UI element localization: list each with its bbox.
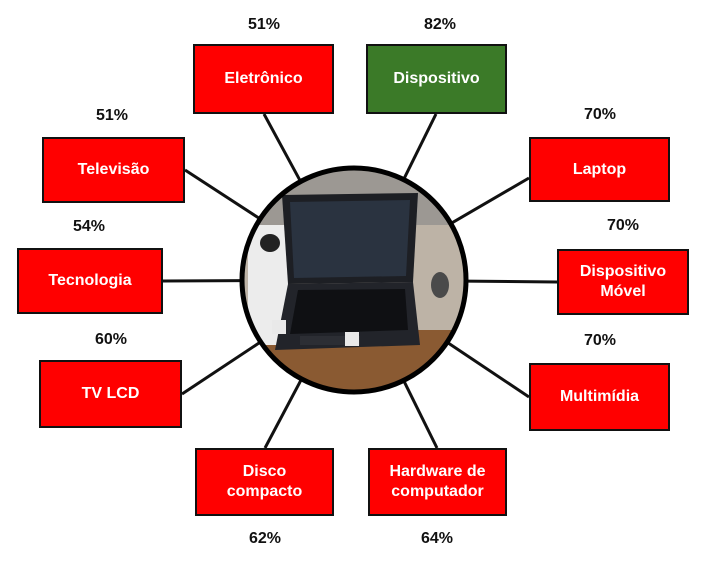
tag-percent-tecnologia: 54% <box>72 218 106 235</box>
tag-percent-eletronico: 51% <box>247 16 281 33</box>
tag-label: Dispositivo Móvel <box>579 263 667 300</box>
connector-disco <box>263 378 303 449</box>
connector-multimidia <box>446 341 530 399</box>
connector-tv-lcd <box>181 340 262 396</box>
tag-percent-tv-lcd: 60% <box>94 331 128 348</box>
tag-box-disco: Disco compacto <box>195 448 334 516</box>
tag-label: Televisão <box>77 161 150 178</box>
tag-label: Multimídia <box>559 388 640 405</box>
connector-televisao <box>184 168 261 221</box>
connector-hardware <box>402 379 439 449</box>
tag-box-televisao: Televisão <box>42 137 185 203</box>
tag-label: Laptop <box>572 160 627 178</box>
connector-dispositivo <box>402 113 438 181</box>
tag-box-dispositivo: Dispositivo <box>366 44 507 114</box>
tag-box-tv-lcd: TV LCD <box>39 360 182 428</box>
tag-box-dispositivo-movel: Dispositivo Móvel <box>557 249 689 315</box>
connector-laptop <box>450 176 530 225</box>
tag-label: Hardware de computador <box>389 463 486 500</box>
tag-label: TV LCD <box>81 385 140 402</box>
tag-box-multimidia: Multimídia <box>529 363 670 431</box>
tag-percent-dispositivo-movel: 70% <box>606 217 640 234</box>
tag-percent-laptop: 70% <box>583 106 617 123</box>
tag-percent-hardware: 64% <box>420 530 454 547</box>
tag-label: Eletrônico <box>224 70 303 87</box>
tag-box-eletronico: Eletrônico <box>193 44 334 114</box>
tag-percent-dispositivo: 82% <box>423 16 457 33</box>
tag-box-hardware: Hardware de computador <box>368 448 507 516</box>
tag-label: Dispositivo <box>393 70 480 87</box>
connector-eletronico <box>262 113 302 183</box>
tag-label: Tecnologia <box>48 272 132 289</box>
tag-percent-disco: 62% <box>248 530 282 547</box>
tag-box-laptop: Laptop <box>529 137 670 202</box>
center-photo <box>239 165 469 395</box>
tag-percent-multimidia: 70% <box>583 332 617 349</box>
tag-label: Disco compacto <box>226 463 303 500</box>
connector-dispositivo-movel <box>465 279 558 284</box>
tag-box-tecnologia: Tecnologia <box>17 248 163 314</box>
tag-percent-televisao: 51% <box>95 107 129 124</box>
